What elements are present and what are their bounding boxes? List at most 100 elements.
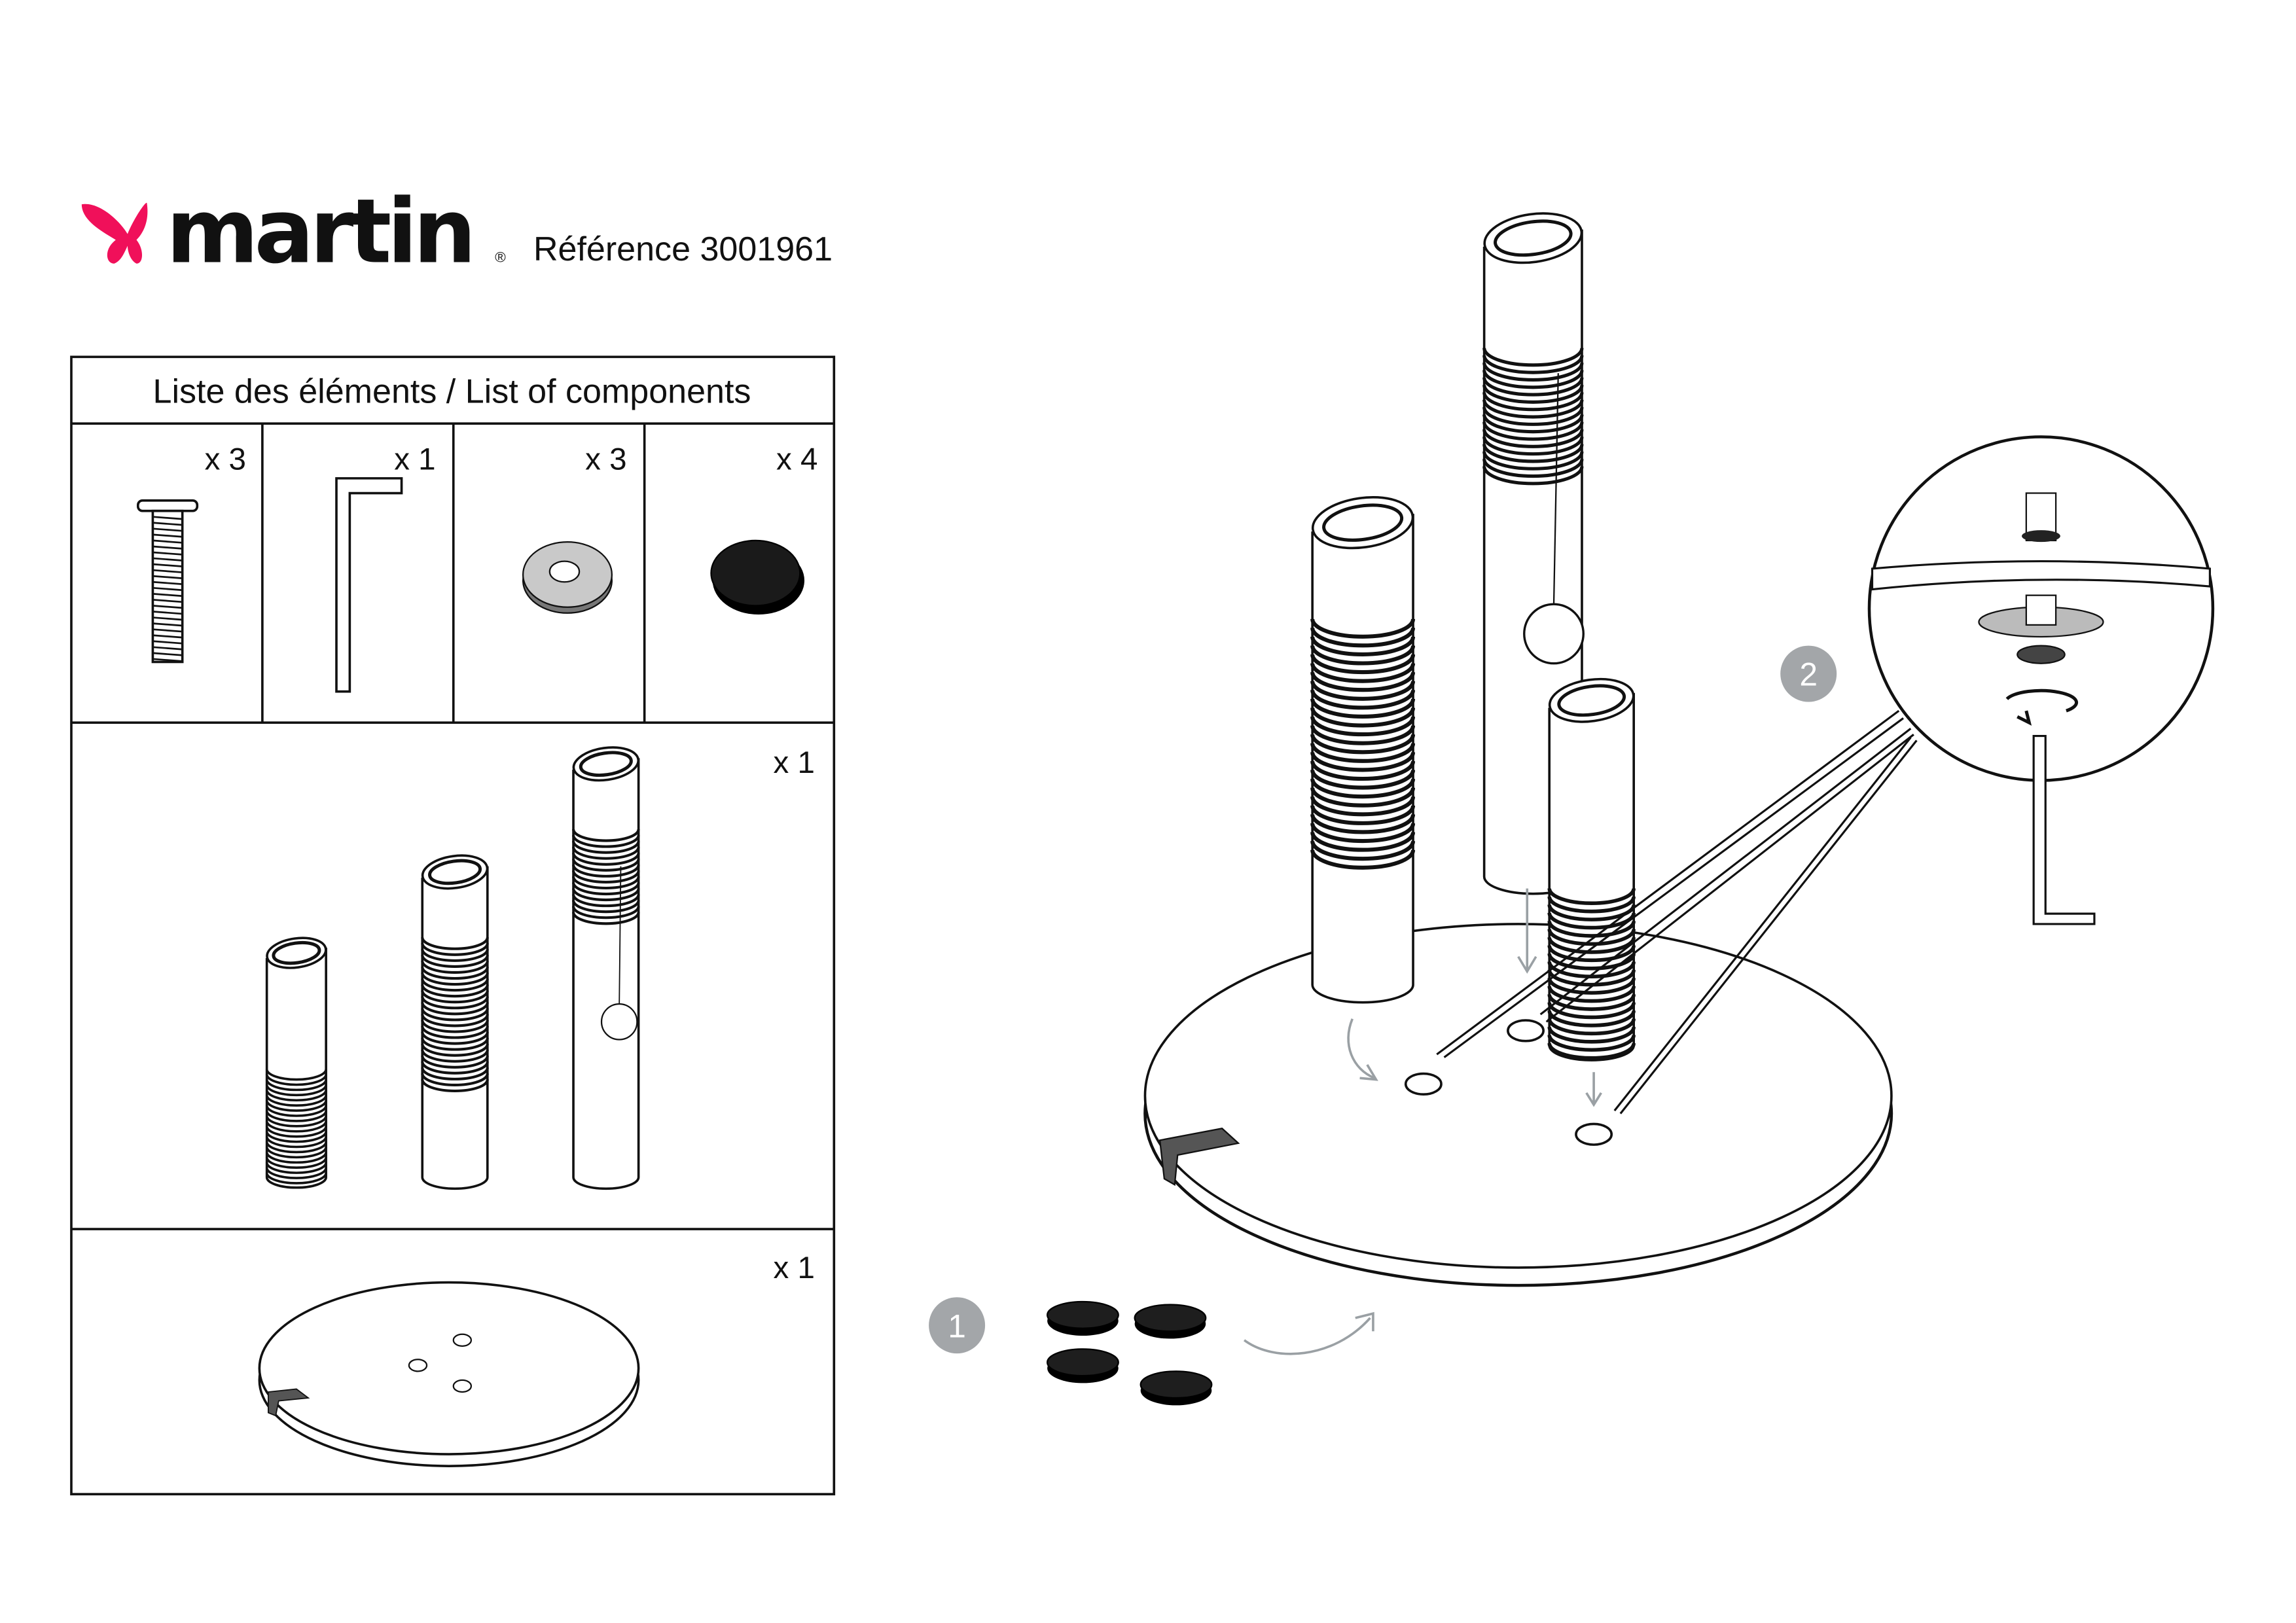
sisal-wrap [572, 894, 640, 908]
sisal-wrap [421, 1008, 489, 1022]
sisal-wrap [265, 1152, 327, 1164]
sisal-wrap [1547, 888, 1636, 906]
sisal-wrap [1482, 437, 1584, 456]
sisal-wrap [1482, 377, 1584, 397]
sisal-wrap [1547, 1002, 1636, 1020]
sisal-wrap [1310, 760, 1416, 781]
butterfly-logo-icon [81, 202, 148, 264]
sisal-wrap [1547, 1018, 1636, 1036]
washer-icon [522, 541, 613, 614]
sisal-wrap [421, 1067, 489, 1080]
sisal-wrap [1310, 796, 1416, 817]
felt-pads [1047, 1300, 1213, 1406]
sisal-wrap [1482, 363, 1584, 382]
sisal-wrap [1547, 1043, 1636, 1060]
sisal-wrap [1310, 805, 1416, 825]
sisal-wrap [572, 870, 640, 883]
posts-icon [265, 746, 640, 1190]
sisal-wrap [1482, 421, 1584, 441]
sisal-wrap [265, 1120, 327, 1133]
sisal-wrap [421, 943, 489, 956]
sisal-wrap [421, 1002, 489, 1016]
sisal-wrap [421, 961, 489, 974]
sisal-wrap [1547, 896, 1636, 914]
sisal-wrap [1310, 707, 1416, 728]
bolt-icon [136, 499, 199, 664]
hole [1404, 1072, 1443, 1096]
step-number: 2 [1799, 656, 1818, 693]
sisal-wrap [421, 1043, 489, 1057]
sisal-wrap [1547, 929, 1636, 946]
sisal-wrap [421, 967, 489, 980]
sisal-wrap [1310, 618, 1416, 639]
sisal-wrap [265, 1079, 327, 1092]
hanging-ball-toy [600, 1003, 638, 1041]
sisal-wrap [421, 1026, 489, 1039]
sisal-wrap [1547, 978, 1636, 995]
sisal-wrap [1310, 628, 1416, 648]
sisal-wrap [1482, 370, 1584, 389]
hanging-ball-toy [1523, 603, 1585, 665]
sisal-wrap [265, 1167, 327, 1179]
sisal-wrap [1310, 778, 1416, 799]
sisal-wrap [421, 996, 489, 1010]
sisal-wrap [421, 1014, 489, 1027]
sisal-wrap [572, 900, 640, 914]
sisal-wrap [572, 847, 640, 860]
sisal-wrap [1482, 466, 1584, 486]
reference-number: Référence 3001961 [533, 230, 833, 268]
detail-zoom-circle [1867, 435, 2215, 925]
sisal-wrap [1310, 690, 1416, 710]
sisal-wrap [572, 912, 640, 925]
sisal-wrap [265, 1069, 327, 1081]
sisal-wrap [265, 1095, 327, 1107]
short-post [1547, 677, 1636, 1061]
sisal-wrap [572, 882, 640, 896]
rotate-arrow-icon [2005, 688, 2079, 726]
sisal-wrap [572, 876, 640, 889]
sisal-wrap [1310, 716, 1416, 737]
sisal-wrap [1547, 921, 1636, 938]
sisal-wrap [421, 937, 489, 950]
sisal-wrap [1482, 355, 1584, 374]
sisal-wrap [1482, 348, 1584, 367]
sisal-wrap [265, 1172, 327, 1185]
sisal-wrap [1547, 986, 1636, 1003]
sisal-wrap [1547, 936, 1636, 954]
sisal-wrap [1547, 1026, 1636, 1044]
sisal-wrap [421, 1073, 489, 1086]
sisal-wrap [1310, 663, 1416, 683]
sisal-wrap [1310, 681, 1416, 701]
scratching-posts [1310, 212, 1636, 1061]
sisal-wrap [1482, 459, 1584, 478]
insert-arrows [1243, 888, 1602, 1355]
sisal-wrap [1310, 654, 1416, 675]
sisal-wrap [421, 955, 489, 968]
sisal-wrap [1482, 406, 1584, 426]
sisal-wrap [421, 949, 489, 962]
detail-callout-lines [1436, 709, 1918, 1115]
sisal-wrap [1310, 752, 1416, 772]
components-title: Liste des éléments / List of components [153, 372, 751, 410]
sisal-wrap [265, 1074, 327, 1086]
sisal-wrap [421, 984, 489, 998]
sisal-wrap [1310, 840, 1416, 861]
sisal-wrap [1310, 671, 1416, 692]
sisal-wrap [572, 865, 640, 878]
medium-post [421, 854, 489, 1190]
sisal-wrap [421, 1020, 489, 1033]
sisal-wrap [421, 1037, 489, 1051]
curved-arrow-icon [1243, 1311, 1374, 1355]
step-badge-1: 1 [929, 1297, 986, 1354]
sisal-wrap [572, 859, 640, 872]
qty-posts: x 1 [774, 745, 815, 780]
sisal-wrap [1310, 814, 1416, 834]
sisal-wrap [1310, 743, 1416, 763]
sisal-wrap [265, 1110, 327, 1122]
sisal-wrap [1482, 451, 1584, 471]
sisal-wrap [265, 1157, 327, 1169]
sisal-wrap [1482, 385, 1584, 404]
components-table: Liste des éléments / List of components … [70, 355, 836, 1495]
sisal-wrap [1482, 399, 1584, 419]
sisal-wrap [265, 1105, 327, 1117]
